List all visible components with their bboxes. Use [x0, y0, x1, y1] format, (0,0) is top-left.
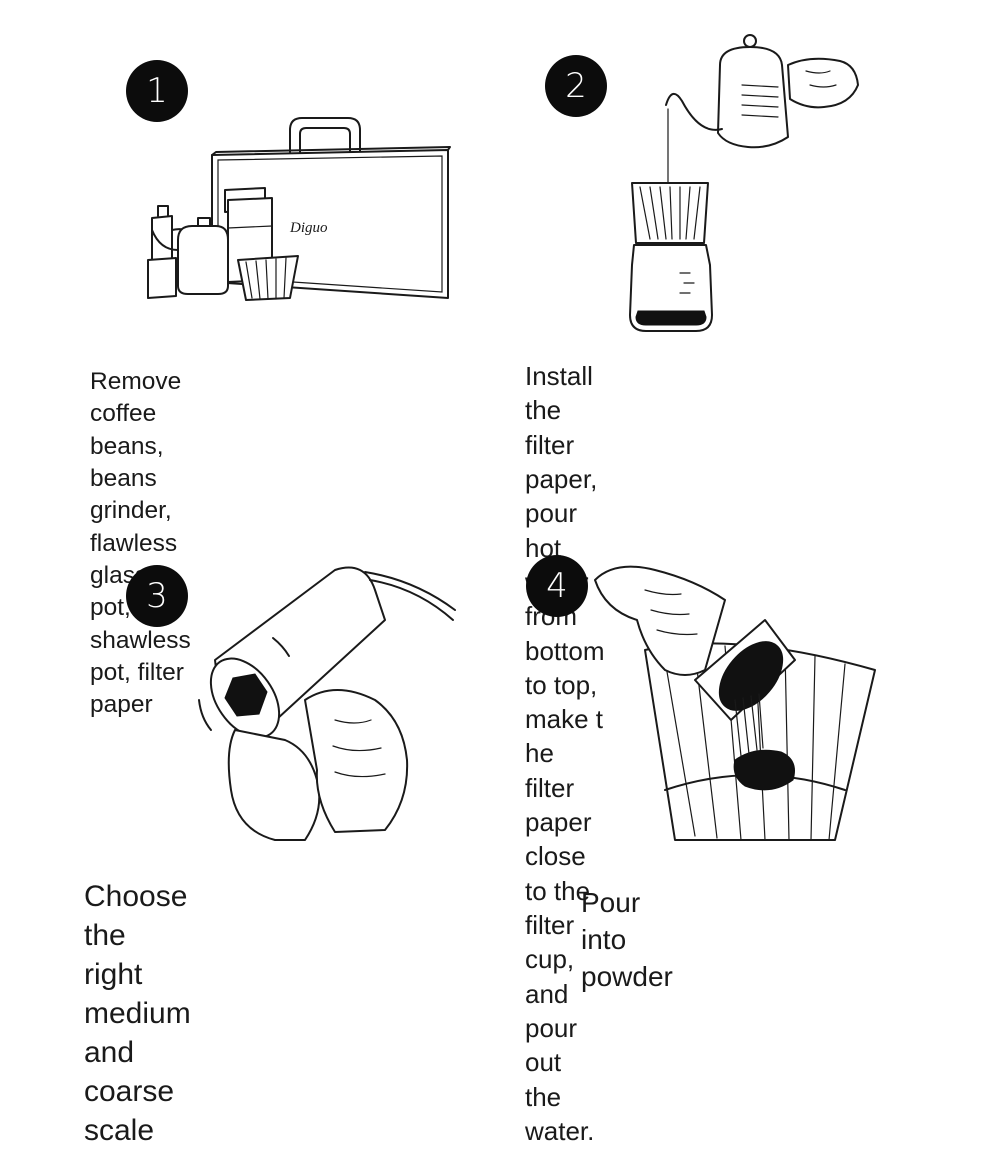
step-4-caption-line: Pour into powder — [581, 887, 673, 992]
step-3-number-badge: 3 — [126, 565, 188, 627]
step-3-caption: Choose the right medium and coarse scale — [84, 877, 191, 1150]
grinder-adjustment-illustration — [198, 566, 456, 841]
step-4-number-badge: 4 — [526, 555, 588, 617]
step-1-caption-line: shawless pot, filter paper — [90, 626, 191, 719]
step-1-caption: Remove coffee beans, beans grinder, flaw… — [90, 366, 191, 722]
diguo-brand-logo: Diguo — [289, 220, 328, 236]
step-1-number-badge: 1 — [126, 60, 188, 122]
step-4-caption: Pour into powder — [581, 885, 673, 996]
step-3-caption-line: Choose the right medium — [84, 880, 191, 1030]
step-2-caption-line: Install the filter paper, pour hot — [525, 361, 598, 563]
step-2-caption-line: he filter paper close to the filter — [525, 738, 592, 940]
pour-powder-illustration — [594, 565, 876, 841]
pour-over-kettle-illustration — [629, 34, 859, 332]
step-3-caption-line: and coarse scale — [84, 1036, 175, 1147]
step-1-caption-line: Remove coffee beans, beans — [90, 368, 182, 492]
step-2-number-badge: 2 — [545, 55, 607, 117]
coffee-kit-case-illustration: Diguo — [147, 117, 451, 301]
